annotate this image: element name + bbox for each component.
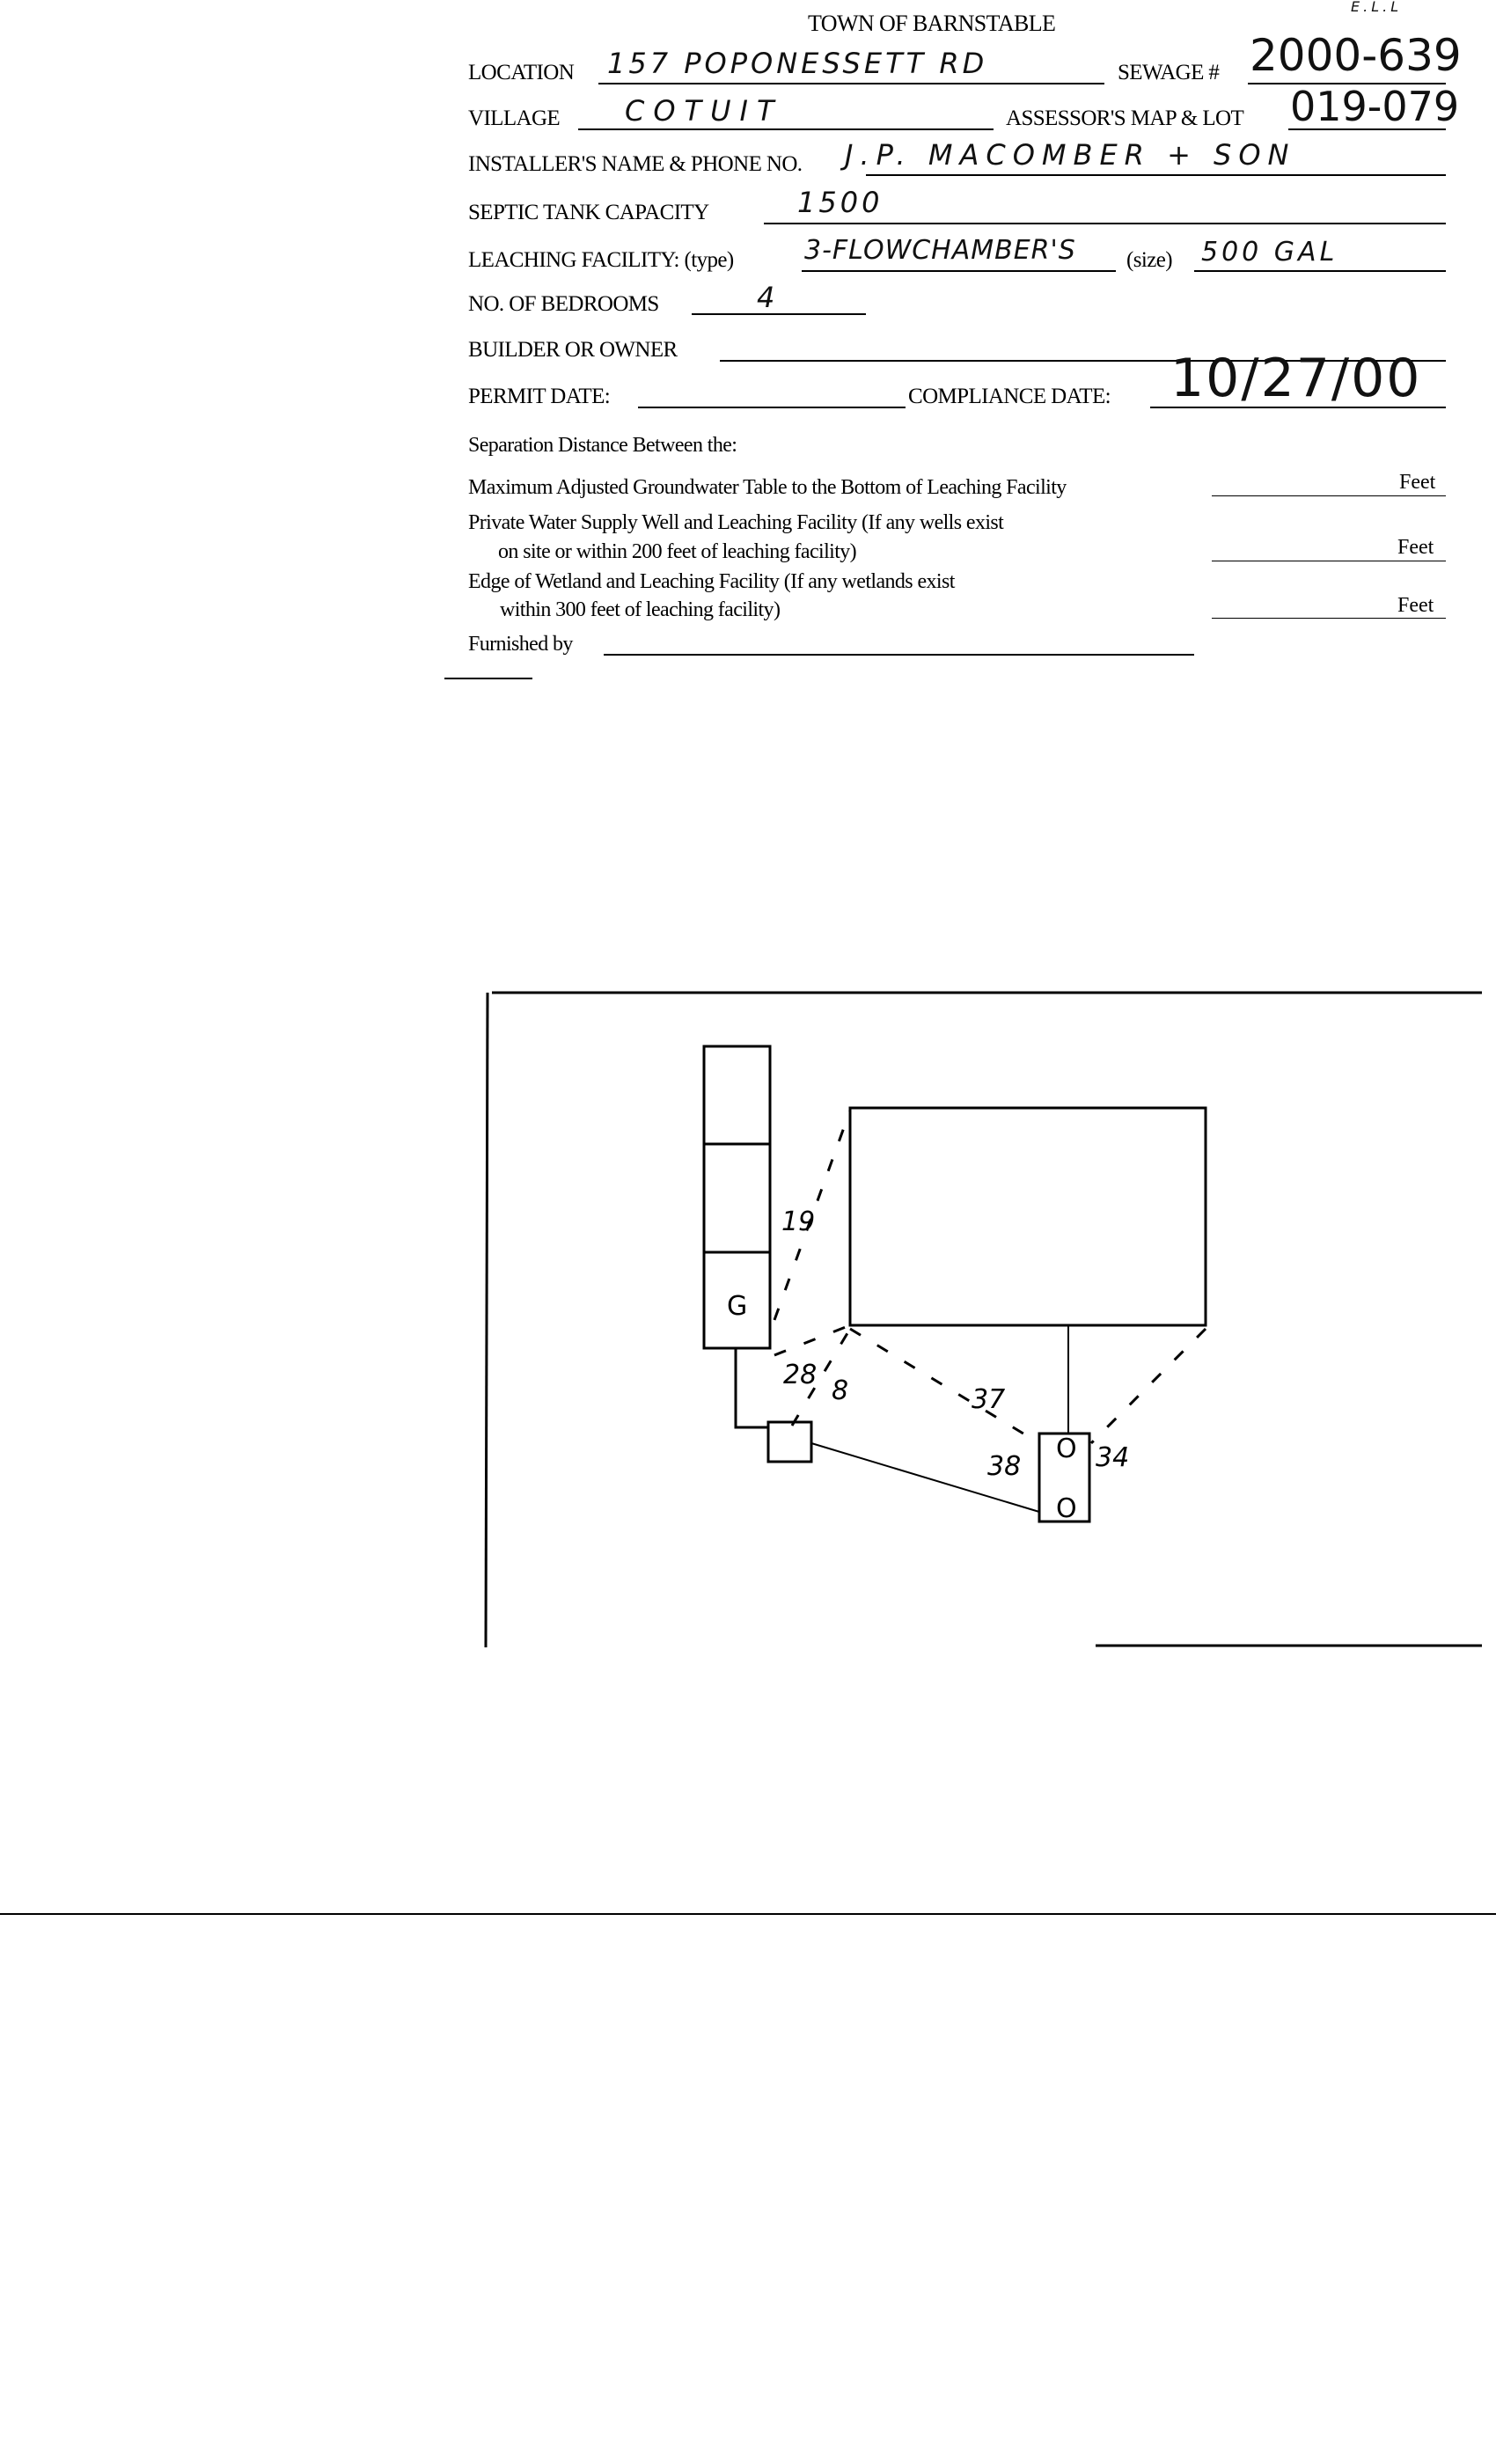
groundwater-underline [1212,495,1446,496]
tank-value: 1500 [797,186,884,219]
permit-label: PERMIT DATE: [468,385,611,408]
furnished-label: Furnished by [468,633,573,656]
distribution-box [766,1420,813,1463]
distance-label: 38 [987,1451,1021,1482]
distance-label: 34 [1096,1442,1129,1473]
distance-label: 19 [781,1206,815,1237]
sewage-label: SEWAGE # [1118,61,1220,84]
tank-label: SEPTIC TANK CAPACITY [468,201,709,224]
leaching-label: LEACHING FACILITY: (type) [468,248,734,272]
map-lot-underline [1288,128,1446,130]
village-label: VILLAGE [468,106,561,130]
wetland-text-2: within 300 feet of leaching facility) [500,598,781,621]
wetland-text-1: Edge of Wetland and Leaching Facility (I… [468,570,955,593]
measurement-lines [773,1110,1207,1445]
installer-label: INSTALLER'S NAME & PHONE NO. [468,152,803,176]
map-lot-label: ASSESSOR'S MAP & LOT [1006,106,1244,130]
compliance-value: 10/27/00 [1170,348,1422,409]
wetland-unit: Feet [1397,594,1434,617]
bedrooms-value: 4 [757,281,779,314]
leaching-type-underline [802,270,1116,272]
distance-label: 37 [972,1384,1005,1415]
sewage-underline [1248,83,1446,84]
compliance-underline [1150,407,1446,408]
wetland-underline [1212,618,1446,619]
marker-g: G [727,1291,747,1322]
village-underline [578,128,994,130]
builder-label: BUILDER OR OWNER [468,338,678,362]
size-value: 500 GAL [1201,237,1338,268]
groundwater-text: Maximum Adjusted Groundwater Table to th… [468,476,1067,499]
pipe-chamber-to-dbox [734,1348,768,1429]
bedrooms-underline [692,313,866,315]
corner-mark: E.L.L [1351,0,1403,15]
location-value: 157 POPONESSETT RD [607,47,988,80]
house-outline [848,1106,1207,1327]
sketch-border-left [484,992,489,1648]
marker-o-inlet: O [1056,1434,1077,1464]
furnished-underline [604,654,1194,656]
location-label: LOCATION [468,61,575,84]
builder-underline [720,360,1446,362]
installer-value: J.P. MACOMBER + SON [845,138,1296,172]
form-title: TOWN OF BARNSTABLE [808,11,1056,36]
septic-tank [1038,1432,1091,1523]
pipe-dbox-to-tank [810,1442,1040,1513]
sewage-value: 2000-639 [1250,30,1462,81]
compliance-label: COMPLIANCE DATE: [908,385,1111,408]
well-unit: Feet [1397,536,1434,559]
tank-underline [764,223,1446,224]
form-bottom-rule [444,678,532,679]
location-underline [598,83,1104,84]
marker-o-outlet: O [1056,1493,1077,1524]
map-lot-value: 019-079 [1290,83,1460,130]
bedrooms-label: NO. OF BEDROOMS [468,292,659,316]
distance-label: 28 [783,1360,817,1390]
groundwater-unit: Feet [1399,471,1436,494]
well-text-1: Private Water Supply Well and Leaching F… [468,511,1004,534]
distance-label: 8 [832,1375,848,1406]
leaching-type-value: 3-FLOWCHAMBER'S [804,235,1076,266]
installer-underline [866,174,1446,176]
well-text-2: on site or within 200 feet of leaching f… [498,540,857,563]
size-label: (size) [1126,248,1173,272]
size-underline [1194,270,1446,272]
village-value: COTUIT [625,94,783,128]
separation-heading: Separation Distance Between the: [468,434,737,457]
permit-underline [638,407,906,408]
